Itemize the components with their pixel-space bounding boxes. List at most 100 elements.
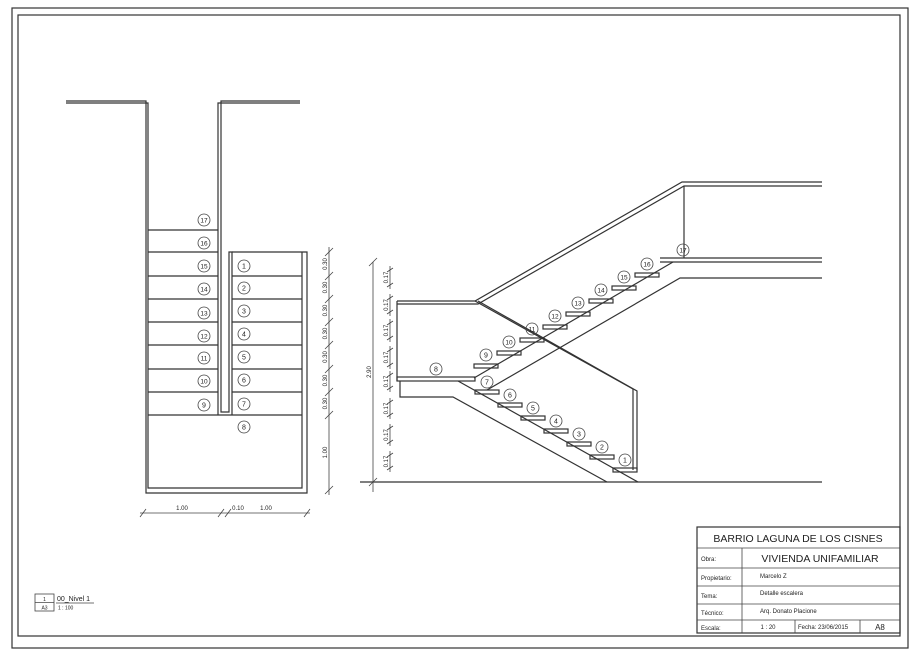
- dim-label: 0.30: [323, 258, 329, 270]
- section-tread: [566, 441, 592, 447]
- riser-dim-label: 0.17: [384, 271, 390, 283]
- dim-label: 1.00: [176, 506, 188, 512]
- step-circle: [595, 440, 609, 454]
- dim-tick: [324, 485, 334, 495]
- step-circle: [197, 329, 211, 343]
- tema-value: Detalle escalera: [760, 591, 804, 597]
- section-tread: [474, 389, 500, 395]
- section-tread: [519, 337, 545, 343]
- step-number-6: 6: [503, 388, 517, 402]
- step-circle: [480, 375, 494, 389]
- dim-label: 0.30: [323, 374, 329, 386]
- propietario-label: Propietario:: [701, 576, 732, 582]
- dim-tick: [324, 317, 334, 327]
- dim-tick: [217, 508, 225, 518]
- riser-dim-label: 0.17: [384, 375, 390, 387]
- step-number-8: 8: [237, 420, 251, 434]
- upper-soffit: [486, 277, 822, 391]
- step-circle: [525, 322, 539, 336]
- step-label: 17: [200, 218, 208, 225]
- step-number-17: 17: [197, 213, 211, 227]
- section-tread: [611, 285, 637, 291]
- step-number-15: 15: [617, 270, 631, 284]
- dim-tick: [324, 340, 334, 350]
- view-sheet: A3: [41, 606, 47, 612]
- step-circle: [237, 304, 251, 318]
- riser-dim-label: 0.17: [384, 429, 390, 441]
- step-number-2: 2: [595, 440, 609, 454]
- step-label: 8: [434, 367, 438, 374]
- dim-tick: [303, 508, 311, 518]
- step-circle: [197, 282, 211, 296]
- step-number-10: 10: [502, 335, 516, 349]
- riser-dim-label: 0.17: [384, 351, 390, 363]
- step-circle: [197, 213, 211, 227]
- step-label: 5: [242, 355, 246, 362]
- step-label: 10: [505, 340, 513, 347]
- obra-value: VIVIENDA UNIFAMILIAR: [761, 553, 879, 565]
- step-circle: [479, 348, 493, 362]
- step-number-8: 8: [429, 362, 443, 376]
- obra-label: Obra:: [701, 557, 716, 563]
- step-number-14: 14: [197, 282, 211, 296]
- step-label: 7: [242, 402, 246, 409]
- dim-label: 0.10: [232, 506, 244, 512]
- dim-label: 1.00: [323, 446, 329, 458]
- step-number-13: 13: [197, 306, 211, 320]
- dim-label: 0.30: [323, 397, 329, 409]
- escala-value: 1 : 20: [760, 625, 776, 631]
- step-label: 11: [529, 327, 536, 334]
- plan-core-left: [217, 102, 300, 415]
- step-number-17: 17: [676, 243, 690, 257]
- step-number-11: 11: [525, 322, 539, 336]
- step-circle: [197, 374, 211, 388]
- step-circle: [549, 414, 563, 428]
- step-label: 4: [242, 332, 246, 339]
- step-label: 13: [200, 311, 208, 318]
- step-number-2: 2: [237, 281, 251, 295]
- lower-handrail: [474, 300, 634, 470]
- riser-dim-label: 0.17: [384, 324, 390, 336]
- step-label: 14: [200, 287, 208, 294]
- step-circle: [197, 351, 211, 365]
- dim-tick: [224, 508, 232, 518]
- step-circle: [526, 401, 540, 415]
- step-circle: [503, 388, 517, 402]
- section-tread: [565, 311, 591, 317]
- inner-frame: [17, 14, 901, 637]
- step-circle: [502, 335, 516, 349]
- step-circle: [237, 373, 251, 387]
- step-label: 3: [577, 432, 581, 439]
- upper-handrail: [397, 181, 822, 302]
- view-name: 00_Nivel 1: [57, 596, 90, 603]
- landing-slab: [396, 376, 476, 382]
- total-height-label: 2.90: [367, 366, 373, 378]
- step-circle: [429, 362, 443, 376]
- step-circle: [640, 257, 654, 271]
- step-label: 14: [597, 288, 605, 295]
- riser-dim-label: 0.17: [384, 402, 390, 414]
- step-label: 15: [620, 275, 628, 282]
- step-circle: [197, 259, 211, 273]
- step-number-12: 12: [548, 309, 562, 323]
- step-number-9: 9: [197, 398, 211, 412]
- dim-label: 0.30: [323, 281, 329, 293]
- view-tag: 1 A3 00_Nivel 1 1 : 100: [34, 593, 94, 612]
- dim-tick: [324, 294, 334, 304]
- section-tread: [473, 363, 499, 369]
- step-number-5: 5: [237, 350, 251, 364]
- step-circle: [197, 398, 211, 412]
- step-number-4: 4: [237, 327, 251, 341]
- section-tread: [497, 402, 523, 408]
- dim-label: 0.30: [323, 304, 329, 316]
- step-number-16: 16: [640, 257, 654, 271]
- step-label: 16: [200, 241, 208, 248]
- step-label: 17: [679, 248, 687, 255]
- tecnico-label: Técnico:: [701, 611, 724, 617]
- dim-tick: [324, 247, 334, 257]
- view-scale: 1 : 100: [58, 606, 74, 612]
- plan-core-right: [220, 100, 300, 415]
- plan-wall-outer: [66, 100, 308, 494]
- project-title: BARRIO LAGUNA DE LOS CISNES: [713, 533, 882, 545]
